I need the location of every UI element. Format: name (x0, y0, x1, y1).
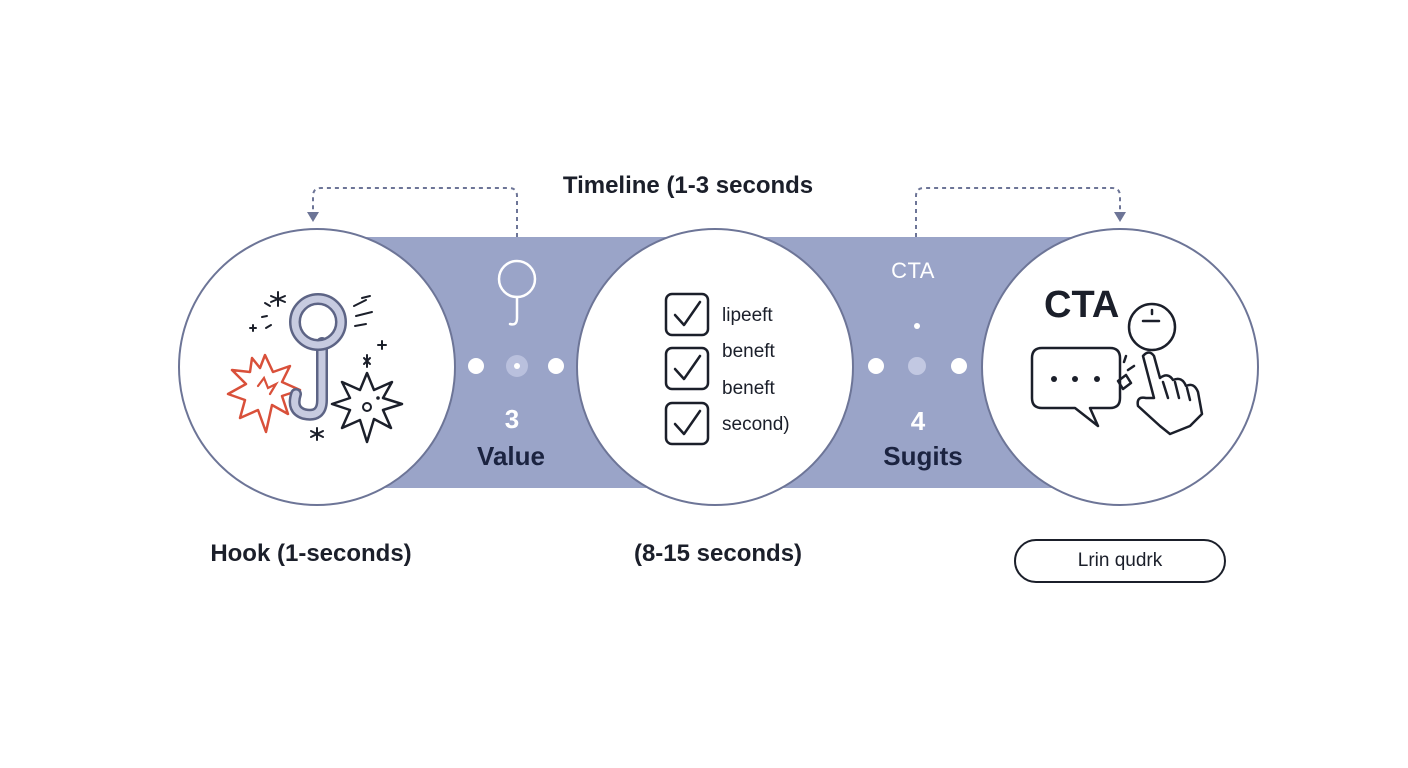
band-right-dots (868, 357, 967, 375)
cta-heading: CTA (1044, 284, 1120, 326)
band-left-dots (468, 355, 564, 377)
step-3-number: 3 (504, 404, 520, 434)
checklist-item: beneft (722, 378, 775, 399)
hook-burst-icon (226, 291, 404, 444)
checklist-item: beneft (722, 341, 775, 362)
checklist-item: lipeeft (722, 305, 773, 326)
step-4-label: Sugits (883, 441, 963, 471)
band-small-dot (914, 323, 920, 329)
left-connector-arrow (307, 187, 518, 237)
band-cta-label: CTA (891, 258, 935, 283)
checklist-item: second) (722, 414, 790, 435)
hook-caption: Hook (1-seconds) (210, 540, 412, 567)
timeline-title: Timeline (1-3 seconds (562, 172, 814, 199)
value-caption: (8-15 seconds) (633, 540, 803, 567)
chat-clock-pointer-icon (1030, 302, 1204, 436)
band-hook-icon (497, 259, 537, 326)
step-4-number: 4 (910, 406, 926, 436)
step-3-label: Value (477, 441, 545, 471)
right-connector-arrow (915, 187, 1126, 237)
checklist-icons (664, 292, 710, 446)
cta-button[interactable]: Lrin qudrk (1014, 539, 1226, 583)
value-circle (576, 228, 854, 506)
